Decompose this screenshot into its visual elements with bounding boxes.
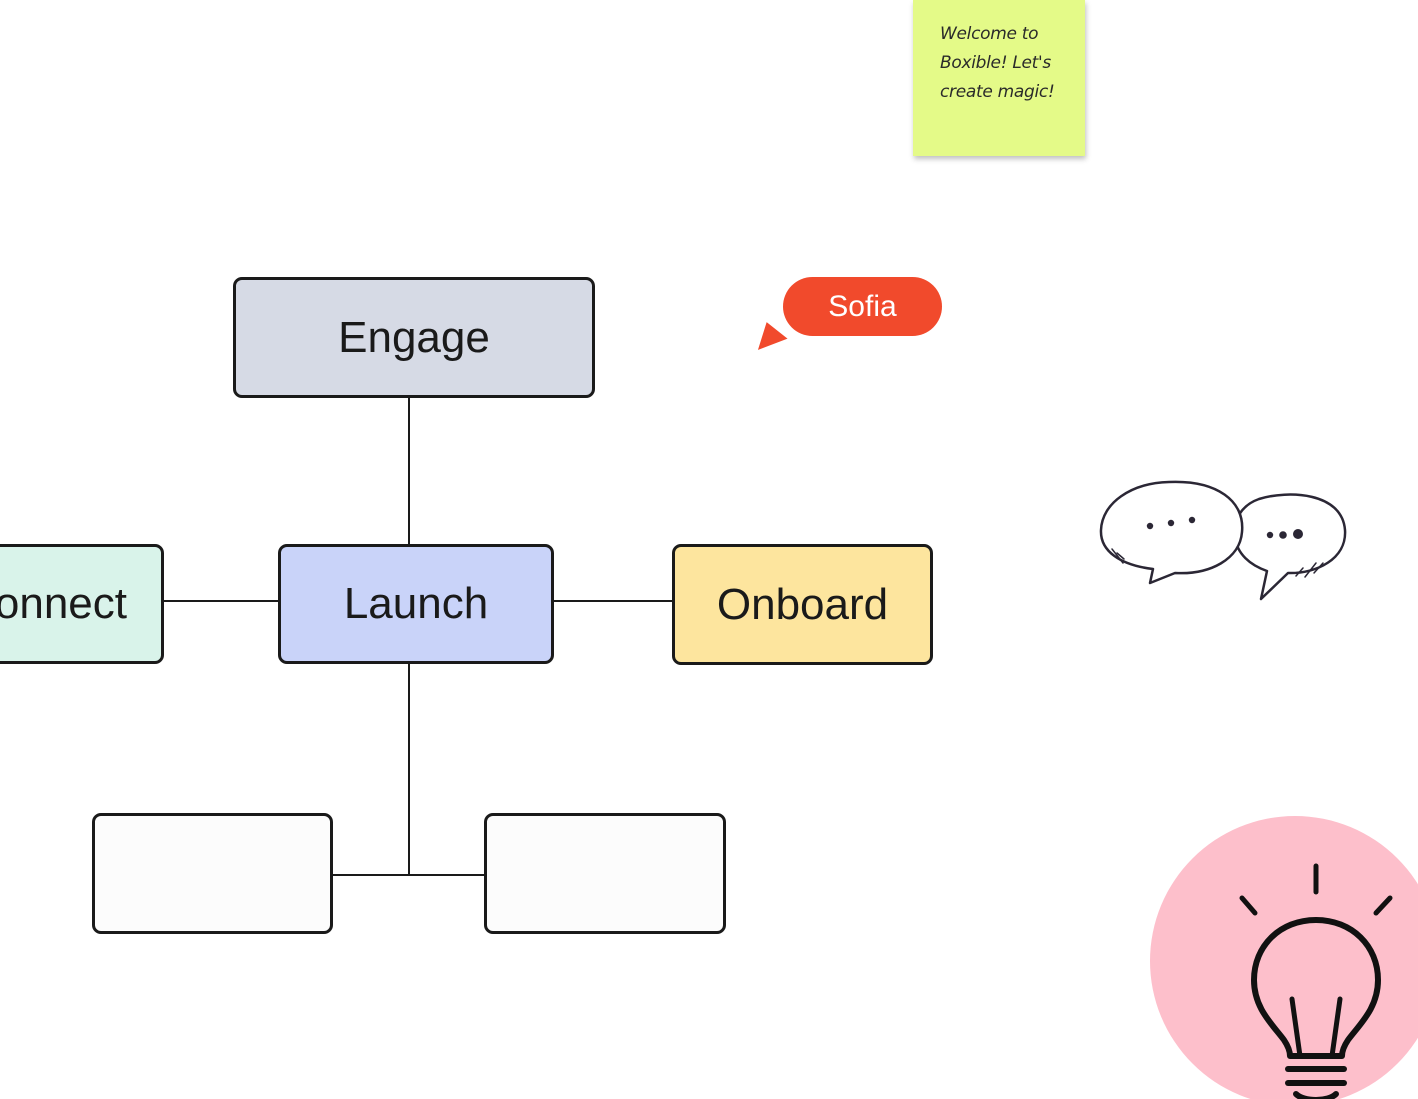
sticky-note-text: Welcome to Boxible! Let's create magic! [940, 24, 1055, 102]
node-connect-label: onnect [0, 579, 127, 628]
sticky-note[interactable]: Welcome to Boxible! Let's create magic! [913, 0, 1085, 156]
connector-connect-launch [162, 600, 280, 602]
node-empty-left[interactable] [92, 813, 333, 934]
collaborator-name: Sofia [828, 289, 897, 323]
node-onboard-label: Onboard [716, 579, 889, 629]
collaborator-name-badge: Sofia [783, 277, 942, 336]
node-launch-label: Launch [343, 579, 489, 628]
speech-bubbles-icon[interactable] [1095, 477, 1351, 603]
node-connect[interactable]: onnect [0, 544, 164, 664]
node-onboard[interactable]: Onboard [672, 544, 933, 665]
connector-launch-onboard [553, 600, 673, 602]
connector-launch-down [408, 663, 410, 875]
node-launch[interactable]: Launch [278, 544, 554, 664]
lightbulb-icon[interactable] [1230, 858, 1400, 1099]
node-engage[interactable]: Engage [233, 277, 595, 398]
collaborator-cursor-icon [754, 318, 792, 354]
node-empty-right[interactable] [484, 813, 726, 934]
connector-engage-launch [408, 396, 410, 546]
connector-branch-horizontal [332, 874, 486, 876]
node-engage-label: Engage [338, 312, 490, 362]
